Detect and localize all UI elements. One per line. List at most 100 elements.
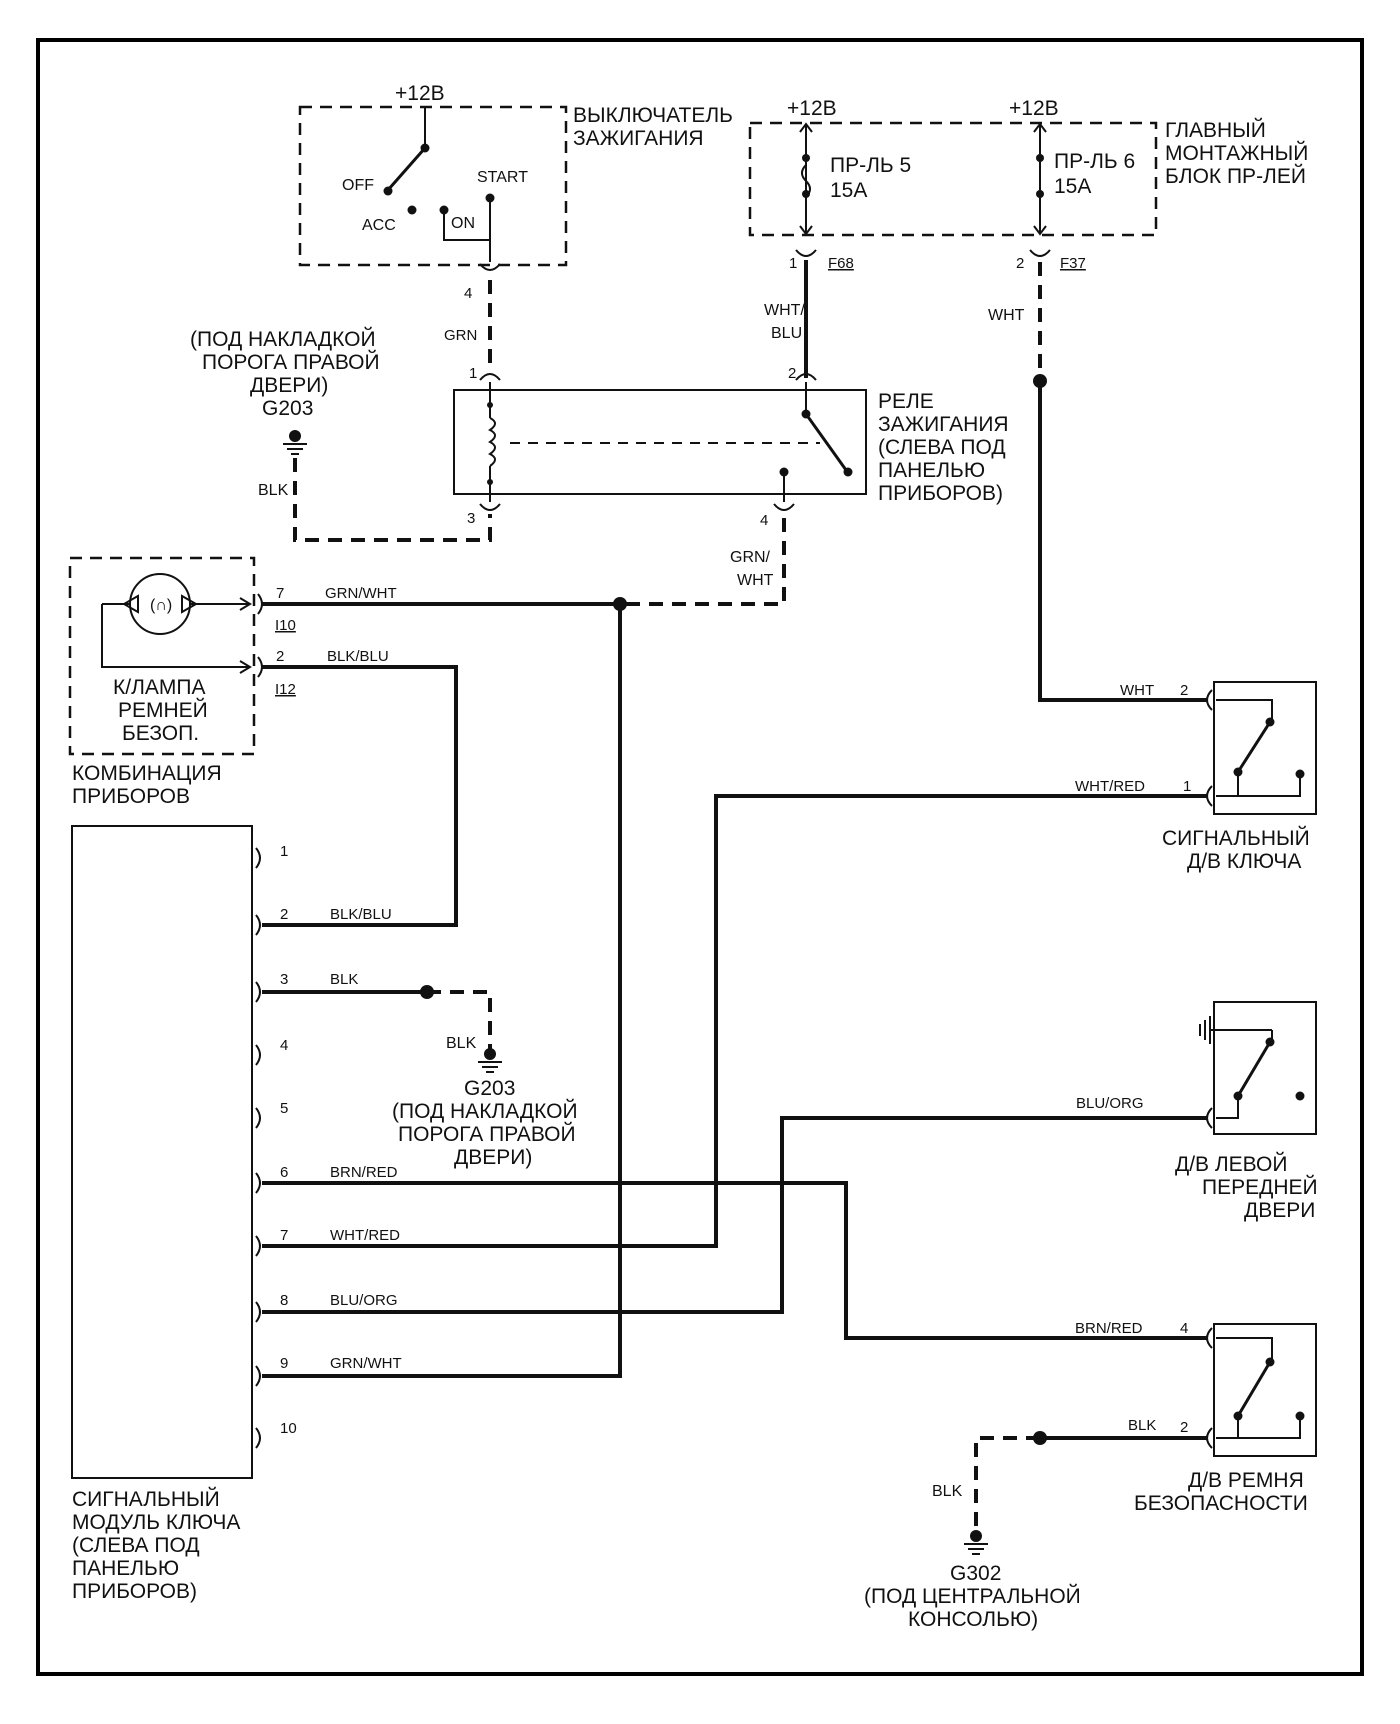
relay-wire4-1: GRN/ bbox=[730, 549, 771, 566]
module-pin-1: 1 bbox=[255, 843, 288, 869]
ground-g203-top: (ПОД НАКЛАДКОЙ ПОРОГА ПРАВОЙ ДВЕРИ) G203… bbox=[190, 327, 380, 499]
g203-top-note-1: (ПОД НАКЛАДКОЙ bbox=[190, 327, 376, 351]
lamp-title-1: К/ЛАМПА bbox=[113, 676, 205, 699]
ignition-relay-box bbox=[453, 389, 867, 495]
diagram-frame bbox=[36, 38, 1364, 1676]
ignition-relay: 1 2 3 4 РЕЛЕ ЗАЖИГАНИЯ (СЛЕВА ПОД ПАНЕЛЬ… bbox=[453, 365, 1009, 589]
fuse-a-pin: 1 bbox=[789, 255, 797, 272]
module-pin-9: 9 GRN/WHT bbox=[255, 1355, 402, 1387]
relay-pin-1: 1 bbox=[469, 365, 477, 382]
fuse-b-pin: 2 bbox=[1016, 255, 1024, 272]
belt-switch-title-1: Д/В РЕМНЯ bbox=[1188, 1469, 1304, 1492]
relay-pin-4: 4 bbox=[760, 512, 768, 529]
cluster-pin7-conn: I10 bbox=[275, 617, 296, 634]
fuse-supply-a: +12В bbox=[787, 97, 837, 120]
ignition-start-label: START bbox=[477, 169, 528, 186]
svg-text:BLU/ORG: BLU/ORG bbox=[330, 1292, 398, 1309]
svg-text:1: 1 bbox=[280, 843, 288, 860]
fuse-block: +12В +12В ПР-ЛЬ 5 15А ПР-ЛЬ 6 15А ГЛАВНЫ… bbox=[748, 97, 1308, 342]
svg-text:WHT/RED: WHT/RED bbox=[330, 1227, 400, 1244]
key-switch-pin-1: 1 bbox=[1183, 778, 1191, 795]
relay-title-2: ЗАЖИГАНИЯ bbox=[878, 413, 1009, 436]
ignition-on-label: ON bbox=[451, 215, 475, 232]
key-switch-pin-2: 2 bbox=[1180, 682, 1188, 699]
g203-mid-wire: BLK bbox=[446, 1035, 477, 1052]
g203-mid-id: G203 bbox=[464, 1077, 515, 1100]
cluster-pin-2: 2 bbox=[276, 648, 284, 665]
fuse-b-name: ПР-ЛЬ 6 bbox=[1054, 150, 1135, 173]
cluster-title-2: ПРИБОРОВ bbox=[72, 785, 190, 808]
belt-switch-pin4-wire: BRN/RED bbox=[1075, 1320, 1143, 1337]
wire-blk-blu bbox=[262, 665, 458, 927]
g203-top-note-2: ПОРОГА ПРАВОЙ bbox=[202, 350, 380, 374]
wire-grn-wht-to-module bbox=[262, 602, 622, 1378]
relay-pin-2: 2 bbox=[788, 365, 796, 382]
belt-switch-pin2-wire: BLK bbox=[1128, 1417, 1156, 1434]
relay-wire4-2: WHT bbox=[737, 572, 774, 589]
key-switch: WHT 2 WHT/RED 1 СИГНАЛЬНЫЙ Д/В КЛЮЧА bbox=[1075, 681, 1317, 873]
g302-id: G302 bbox=[950, 1562, 1001, 1585]
lamp-title-3: БЕЗОП. bbox=[122, 722, 199, 745]
module-pin-4: 4 bbox=[255, 1037, 288, 1066]
svg-text:GRN/WHT: GRN/WHT bbox=[330, 1355, 402, 1372]
g302-note-1: (ПОД ЦЕНТРАЛЬНОЙ bbox=[864, 1584, 1081, 1608]
instrument-cluster-box bbox=[68, 556, 256, 756]
ignition-switch-connector bbox=[479, 263, 501, 271]
cluster-pin7-wire: GRN/WHT bbox=[325, 585, 397, 602]
ignition-off-label: OFF bbox=[342, 177, 374, 194]
wire-blu-org bbox=[262, 1116, 1207, 1314]
svg-text:2: 2 bbox=[280, 906, 288, 923]
g203-mid-note-3: ДВЕРИ) bbox=[454, 1146, 532, 1169]
fuse-a-rating: 15А bbox=[830, 179, 867, 202]
cluster-title-1: КОМБИНАЦИЯ bbox=[72, 762, 222, 785]
lamp-title-2: РЕМНЕЙ bbox=[118, 698, 208, 722]
svg-text:BRN/RED: BRN/RED bbox=[330, 1164, 398, 1181]
wire-brn-red bbox=[262, 1181, 1207, 1340]
key-module-title-4: ПАНЕЛЬЮ bbox=[72, 1557, 179, 1580]
fuse-b-connector: F37 bbox=[1060, 255, 1086, 272]
relay-title-5: ПРИБОРОВ) bbox=[878, 482, 1003, 505]
relay-pin-3: 3 bbox=[467, 510, 475, 527]
relay-title-3: (СЛЕВА ПОД bbox=[878, 436, 1006, 459]
key-switch-title-1: СИГНАЛЬНЫЙ bbox=[1162, 826, 1310, 850]
ignition-pin-4: 4 bbox=[464, 285, 472, 302]
ignition-wire-grn: GRN bbox=[444, 327, 477, 344]
fuse-b-rating: 15А bbox=[1054, 175, 1091, 198]
key-switch-pin1-wire: WHT/RED bbox=[1075, 778, 1145, 795]
fuse-a-connector: F68 bbox=[828, 255, 854, 272]
ignition-acc-label: ACC bbox=[362, 217, 396, 234]
module-pin-5: 5 bbox=[255, 1100, 288, 1129]
g203-mid-note-2: ПОРОГА ПРАВОЙ bbox=[398, 1122, 576, 1146]
module-pin-7: 7 WHT/RED bbox=[255, 1227, 400, 1257]
svg-text:8: 8 bbox=[280, 1292, 288, 1309]
door-switch-wire: BLU/ORG bbox=[1076, 1095, 1144, 1112]
ground-g203-mid: BLK G203 (ПОД НАКЛАДКОЙ ПОРОГА ПРАВОЙ ДВ… bbox=[392, 1035, 578, 1169]
svg-text:7: 7 bbox=[280, 1227, 288, 1244]
door-switch-title-3: ДВЕРИ bbox=[1244, 1199, 1315, 1222]
belt-switch: BRN/RED 4 BLK 2 Д/В РЕМНЯ БЕЗОПАСНОСТИ bbox=[1075, 1320, 1317, 1515]
key-switch-box bbox=[1213, 681, 1317, 815]
fuse-block-title-1: ГЛАВНЫЙ bbox=[1165, 118, 1266, 142]
door-switch-title-1: Д/В ЛЕВОЙ bbox=[1175, 1152, 1287, 1176]
key-module-box bbox=[71, 825, 253, 1479]
ignition-switch-title-2: ЗАЖИГАНИЯ bbox=[573, 127, 704, 150]
svg-text:6: 6 bbox=[280, 1164, 288, 1181]
svg-text:9: 9 bbox=[280, 1355, 288, 1372]
svg-text:4: 4 bbox=[280, 1037, 288, 1054]
g302-wire: BLK bbox=[932, 1483, 963, 1500]
belt-switch-pin-4: 4 bbox=[1180, 1320, 1188, 1337]
svg-text:10: 10 bbox=[280, 1420, 297, 1437]
fuse-a-wire-1: WHT/ bbox=[764, 302, 805, 319]
cluster-pin-7: 7 bbox=[276, 585, 284, 602]
belt-switch-title-2: БЕЗОПАСНОСТИ bbox=[1134, 1492, 1308, 1515]
key-module-title-1: СИГНАЛЬНЫЙ bbox=[72, 1487, 220, 1511]
fuse-block-title-2: МОНТАЖНЫЙ bbox=[1165, 141, 1308, 165]
chassis-ground-icon bbox=[1199, 1016, 1272, 1044]
svg-text:BLK: BLK bbox=[330, 971, 358, 988]
ground-g302: BLK G302 (ПОД ЦЕНТРАЛЬНОЙ КОНСОЛЬЮ) bbox=[864, 1483, 1081, 1631]
fuse-supply-b: +12В bbox=[1009, 97, 1059, 120]
